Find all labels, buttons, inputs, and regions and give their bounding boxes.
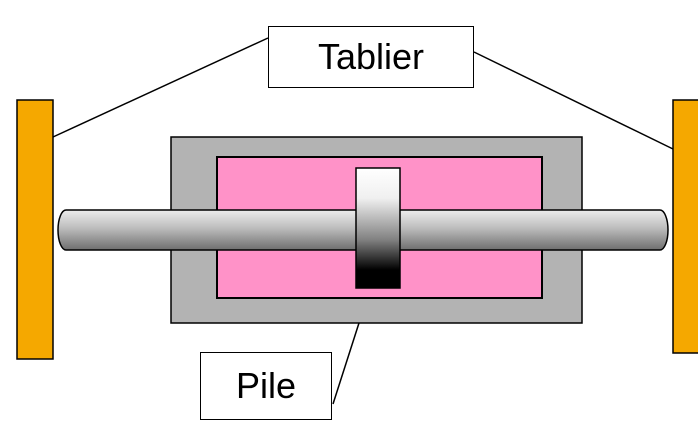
tablier-callout: Tablier <box>268 26 474 88</box>
right-deck-plate <box>672 99 698 354</box>
pile-leader <box>332 322 360 405</box>
left-deck-plate <box>16 99 54 360</box>
pile-label-text: Pile <box>235 365 297 406</box>
piston <box>355 167 401 289</box>
pile-callout: Pile <box>200 352 332 420</box>
tablier-leader-left <box>52 37 269 138</box>
tablier-leader-right <box>473 51 674 150</box>
tablier-label-text: Tablier <box>317 36 425 77</box>
